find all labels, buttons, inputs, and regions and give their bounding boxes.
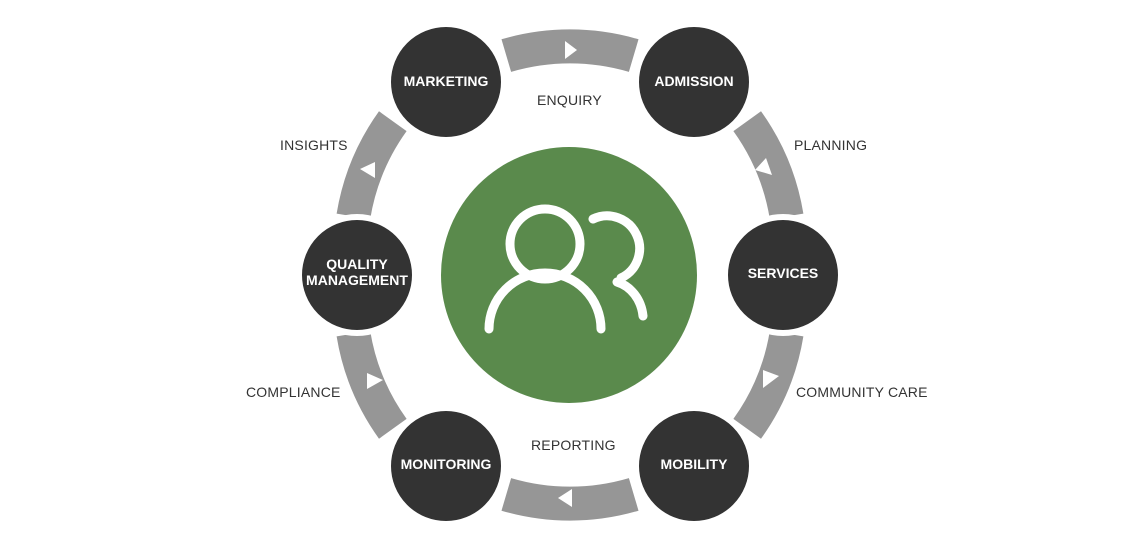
arrow-enquiry-icon (565, 41, 577, 59)
edge-label-community-care: COMMUNITY CARE (796, 384, 928, 400)
node-admission (633, 21, 755, 143)
ring-arrows (360, 41, 779, 507)
edge-label-insights: INSIGHTS (280, 137, 348, 153)
node-label-mobility: MOBILITY (661, 456, 729, 472)
node-mobility (633, 405, 755, 527)
edge-label-compliance: COMPLIANCE (246, 384, 341, 400)
center-hub (441, 147, 697, 403)
node-label-management: MANAGEMENT (306, 272, 408, 288)
node-label-admission: ADMISSION (654, 73, 733, 89)
node-marketing (385, 21, 507, 143)
node-label-monitoring: MONITORING (401, 456, 492, 472)
edge-label-planning: PLANNING (794, 137, 868, 153)
arrow-reporting-icon (558, 489, 572, 507)
node-circles (296, 21, 844, 527)
node-label-quality: QUALITY (326, 256, 388, 272)
arrow-insights-icon (360, 162, 375, 178)
users-icon (484, 204, 648, 334)
arrow-planning-icon (755, 158, 772, 175)
arrow-compliance-icon (367, 373, 383, 389)
node-label-services: SERVICES (748, 265, 819, 281)
node-quality-management (296, 214, 418, 336)
arc-admission-services (733, 111, 804, 220)
node-label-marketing: MARKETING (404, 73, 489, 89)
arc-services-mobility (733, 330, 804, 439)
edge-label-enquiry: ENQUIRY (537, 92, 602, 108)
edge-label-reporting: REPORTING (531, 437, 616, 453)
node-services (722, 214, 844, 336)
node-monitoring (385, 405, 507, 527)
arrow-community-care-icon (763, 370, 779, 388)
